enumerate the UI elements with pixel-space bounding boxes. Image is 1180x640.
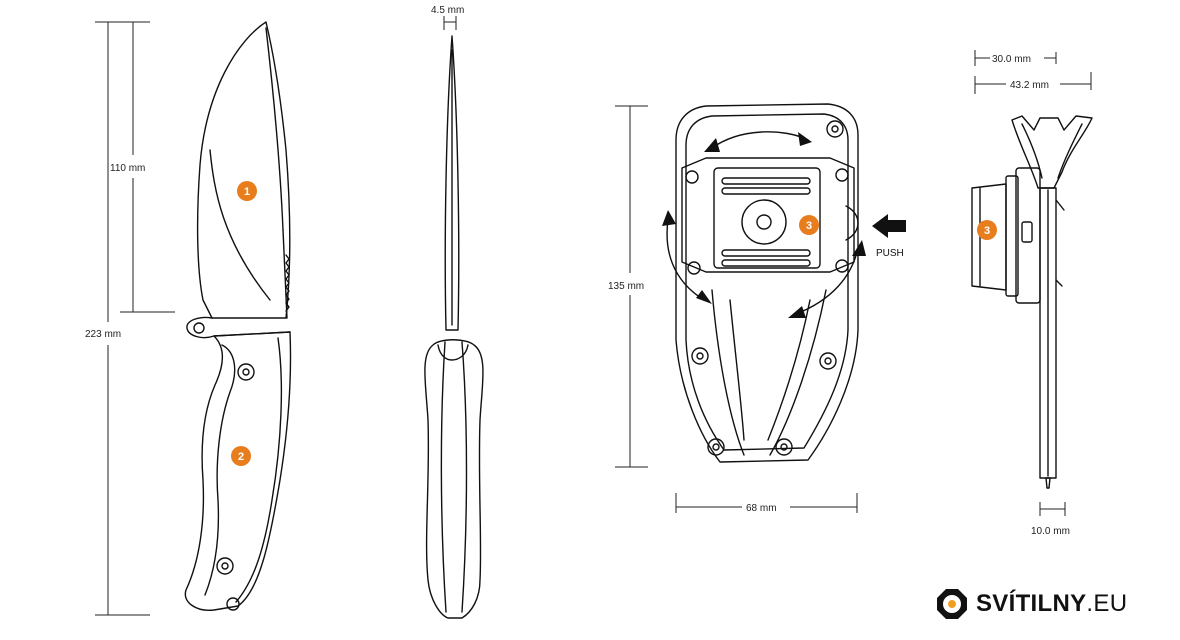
flashlight-logo-icon bbox=[935, 587, 969, 621]
svg-text:2: 2 bbox=[238, 451, 244, 463]
sheath-width-label: 68 mm bbox=[746, 503, 777, 514]
sheath-height-label: 135 mm bbox=[608, 281, 644, 292]
brand-name: SVÍTILNY bbox=[976, 590, 1087, 617]
dimension-sheath-width: 68 mm bbox=[675, 493, 858, 514]
sheath-side-view: 3 bbox=[971, 115, 1093, 489]
blade-length-label: 110 mm bbox=[110, 163, 145, 174]
sheath-front-view: PUSH 3 bbox=[662, 103, 906, 463]
clip-depth-2-label: 43.2 mm bbox=[1010, 80, 1049, 91]
brand-tld: .EU bbox=[1086, 590, 1128, 617]
dimension-blade-length: 110 mm bbox=[110, 22, 175, 313]
clip-thickness-label: 10.0 mm bbox=[1031, 526, 1070, 537]
clip-depth-1-label: 30.0 mm bbox=[992, 54, 1031, 65]
dimension-sheath-height: 135 mm bbox=[608, 105, 648, 468]
svg-text:3: 3 bbox=[984, 225, 990, 237]
knife-front-view: 1 2 bbox=[184, 21, 292, 611]
brand-wordmark: SVÍTILNY.EU bbox=[976, 590, 1127, 618]
svg-text:1: 1 bbox=[244, 186, 250, 198]
dimension-clip-thickness: 10.0 mm bbox=[1031, 502, 1070, 537]
callout-clip-front: 3 bbox=[799, 215, 819, 235]
blade-thickness-label: 4.5 mm bbox=[431, 5, 464, 16]
dimension-overall-length: 223 mm bbox=[85, 21, 150, 616]
push-arrow-icon bbox=[872, 214, 906, 238]
dimension-blade-thickness: 4.5 mm bbox=[431, 5, 464, 30]
callout-clip-side: 3 bbox=[977, 220, 997, 240]
push-label: PUSH bbox=[876, 248, 904, 259]
knife-side-view bbox=[424, 35, 484, 619]
brand-logo: SVÍTILNY.EU bbox=[935, 579, 1127, 629]
dimension-clip-depth-2: 43.2 mm bbox=[974, 72, 1092, 94]
overall-length-label: 223 mm bbox=[85, 329, 121, 340]
callout-blade: 1 bbox=[237, 181, 257, 201]
callout-handle: 2 bbox=[231, 446, 251, 466]
svg-text:3: 3 bbox=[806, 220, 812, 232]
dimension-clip-depth-1: 30.0 mm bbox=[974, 50, 1057, 66]
